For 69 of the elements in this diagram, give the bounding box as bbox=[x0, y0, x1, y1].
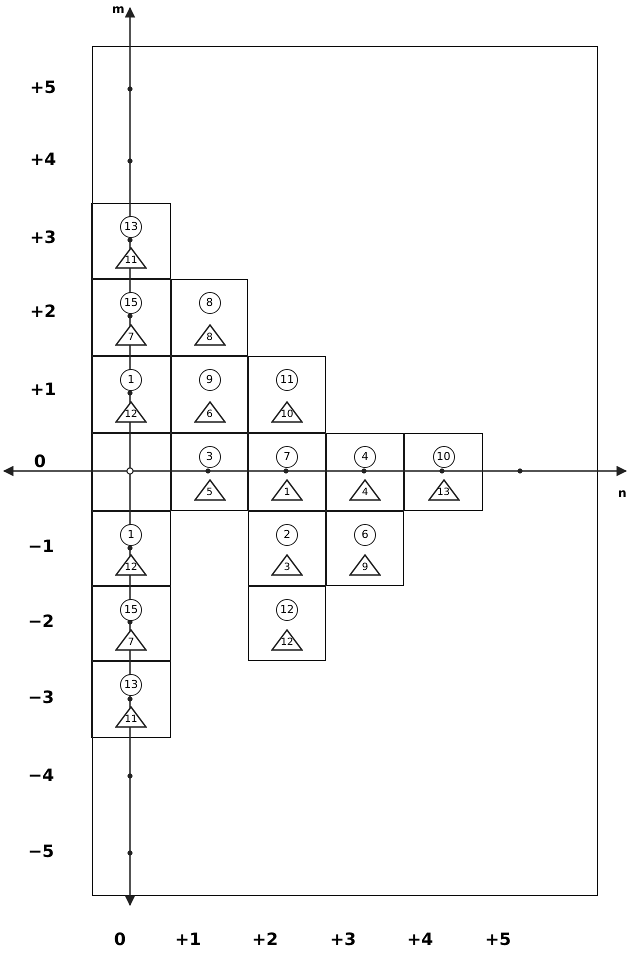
circle-marker: 11 bbox=[276, 369, 298, 391]
axis-tick-label: −3 bbox=[28, 688, 54, 708]
grid-cell bbox=[91, 356, 171, 433]
circle-marker: 2 bbox=[276, 524, 298, 546]
grid-cell bbox=[91, 433, 171, 511]
triangle-marker: 13 bbox=[428, 479, 460, 501]
axis-tick-label: +3 bbox=[330, 930, 356, 950]
triangle-marker: 5 bbox=[194, 479, 226, 501]
axis-tick-label: +4 bbox=[407, 930, 434, 950]
circle-marker: 4 bbox=[354, 446, 376, 468]
axis-tick-label: +3 bbox=[30, 228, 56, 248]
circle-marker: 1 bbox=[120, 369, 142, 391]
grid-cell bbox=[91, 203, 171, 279]
axis-tick-label: 0 bbox=[34, 452, 46, 472]
grid-cell bbox=[326, 511, 404, 586]
grid-cell bbox=[91, 279, 171, 356]
grid-cell bbox=[171, 356, 248, 433]
axis-tick-label: +5 bbox=[30, 78, 56, 98]
circle-marker: 3 bbox=[198, 446, 220, 468]
circle-marker: 6 bbox=[354, 524, 376, 546]
circle-marker: 15 bbox=[120, 599, 142, 621]
axis-tick-label: −1 bbox=[28, 537, 54, 557]
circle-marker: 15 bbox=[120, 292, 142, 314]
circle-marker: 13 bbox=[120, 216, 142, 238]
grid-cell bbox=[326, 433, 404, 511]
axis-tick-label: +2 bbox=[30, 302, 56, 322]
axis-tick-label: +5 bbox=[485, 930, 512, 950]
axis-tick-label: −4 bbox=[28, 766, 54, 786]
circle-marker: 12 bbox=[276, 599, 298, 621]
circle-marker: 1 bbox=[120, 524, 142, 546]
axis-tick-label: 0 bbox=[114, 930, 126, 950]
axis-label: m bbox=[112, 2, 125, 16]
grid-cell bbox=[248, 511, 326, 586]
circle-marker: 13 bbox=[120, 674, 142, 696]
axis-tick-label: −5 bbox=[28, 842, 54, 862]
triangle-marker: 12 bbox=[115, 554, 147, 576]
grid-cell bbox=[248, 433, 326, 511]
triangle-marker: 8 bbox=[194, 324, 226, 346]
chart-frame bbox=[92, 46, 598, 896]
triangle-marker: 7 bbox=[115, 629, 147, 651]
triangle-marker: 7 bbox=[115, 324, 147, 346]
grid-cell bbox=[91, 511, 171, 586]
triangle-marker: 6 bbox=[194, 401, 226, 423]
triangle-marker: 12 bbox=[115, 401, 147, 423]
grid-cell bbox=[91, 586, 171, 661]
triangle-marker: 9 bbox=[349, 554, 381, 576]
triangle-marker: 1 bbox=[271, 479, 303, 501]
circle-marker: 9 bbox=[198, 369, 220, 391]
axis-label: n bbox=[618, 486, 627, 500]
grid-cell bbox=[171, 279, 248, 356]
grid-cell bbox=[171, 433, 248, 511]
axis-tick-label: +2 bbox=[252, 930, 278, 950]
axis-tick-label: +1 bbox=[30, 380, 56, 400]
grid-cell bbox=[91, 661, 171, 738]
axis-tick-label: −2 bbox=[28, 612, 54, 632]
triangle-marker: 12 bbox=[271, 629, 303, 651]
triangle-marker: 11 bbox=[115, 706, 147, 728]
triangle-marker: 4 bbox=[349, 479, 381, 501]
triangle-marker: 10 bbox=[271, 401, 303, 423]
axis-tick-label: +1 bbox=[175, 930, 202, 950]
circle-marker: 8 bbox=[198, 292, 220, 314]
grid-cell bbox=[248, 356, 326, 433]
circle-marker: 10 bbox=[432, 446, 454, 468]
circle-marker: 7 bbox=[276, 446, 298, 468]
triangle-marker: 11 bbox=[115, 247, 147, 269]
axis-tick-label: +4 bbox=[30, 150, 56, 170]
grid-cell bbox=[248, 586, 326, 661]
triangle-marker: 3 bbox=[271, 554, 303, 576]
grid-cell bbox=[404, 433, 483, 511]
